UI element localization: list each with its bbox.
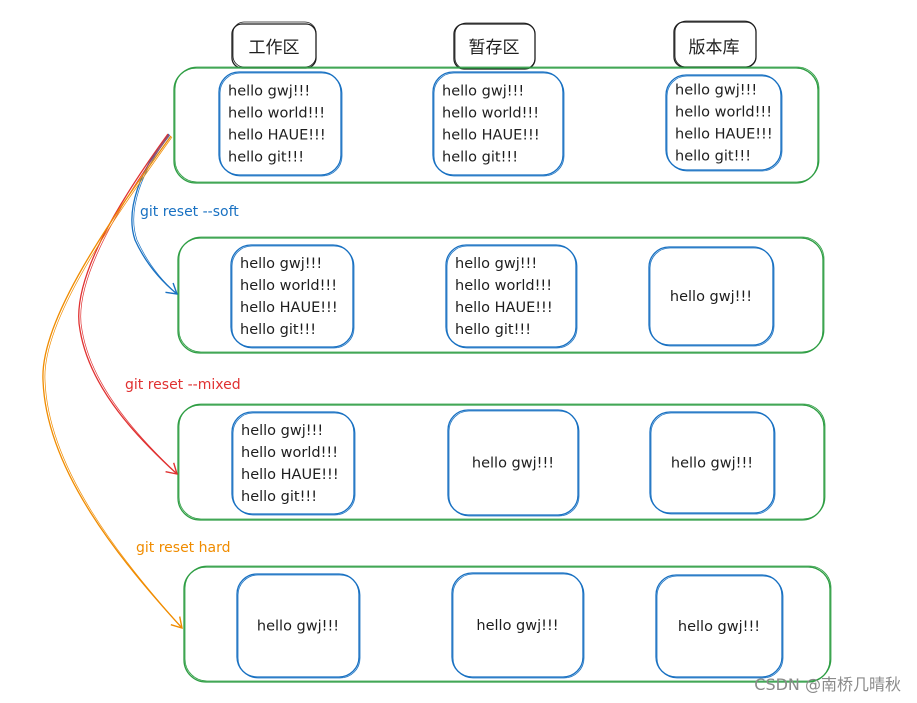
box-line: hello gwj!!! bbox=[472, 456, 554, 472]
arrow-mixed bbox=[78, 133, 179, 475]
box-line: hello gwj!!! bbox=[240, 256, 322, 272]
box-line: hello HAUE!!! bbox=[675, 127, 773, 143]
row-soft: hello gwj!!! hello world!!! hello HAUE!!! h… bbox=[177, 236, 825, 354]
row-initial: hello gwj!!! hello world!!! hello HAUE!!! h… bbox=[173, 66, 820, 184]
box-line: hello HAUE!!! bbox=[442, 128, 540, 144]
header-working-directory: 工作区 bbox=[231, 21, 317, 69]
row-mixed: hello gwj!!! hello world!!! hello HAUE!!! h… bbox=[177, 403, 826, 521]
repository-box: hello gwj!!! bbox=[648, 246, 775, 347]
row-hard: hello gwj!!! hello gwj!!! hello gwj!!! bbox=[183, 565, 832, 683]
box-line: hello world!!! bbox=[241, 445, 338, 461]
header-staging-area: 暂存区 bbox=[453, 22, 536, 70]
box-line: hello HAUE!!! bbox=[228, 128, 326, 144]
box-line: hello gwj!!! bbox=[671, 456, 753, 472]
box-line: hello world!!! bbox=[240, 278, 337, 294]
box-line: hello gwj!!! bbox=[228, 84, 310, 100]
staging-area-box: hello gwj!!! bbox=[447, 409, 580, 517]
box-line: hello gwj!!! bbox=[675, 83, 757, 99]
header-label: 暂存区 bbox=[469, 38, 520, 58]
box-line: hello HAUE!!! bbox=[455, 300, 553, 316]
arrow-hard bbox=[42, 135, 183, 630]
watermark: CSDN @南桥几晴秋 bbox=[754, 675, 901, 694]
label-hard: git reset hard bbox=[136, 540, 230, 556]
box-line: hello git!!! bbox=[241, 489, 317, 505]
box-line: hello git!!! bbox=[675, 149, 751, 165]
box-line: hello git!!! bbox=[240, 322, 316, 338]
box-line: hello HAUE!!! bbox=[241, 467, 339, 483]
box-line: hello gwj!!! bbox=[678, 619, 760, 635]
repository-box: hello gwj!!! bbox=[649, 411, 776, 515]
staging-area-box: hello gwj!!! hello world!!! hello HAUE!!! h… bbox=[432, 71, 565, 177]
header-repository: 版本库 bbox=[673, 20, 757, 68]
box-line: hello HAUE!!! bbox=[240, 300, 338, 316]
staging-area-box: hello gwj!!! hello world!!! hello HAUE!!! h… bbox=[445, 244, 578, 349]
box-line: hello git!!! bbox=[442, 150, 518, 166]
box-line: hello world!!! bbox=[442, 106, 539, 122]
working-directory-box: hello gwj!!! hello world!!! hello HAUE!!! h… bbox=[231, 411, 356, 516]
repository-box: hello gwj!!! hello world!!! hello HAUE!!! h… bbox=[665, 74, 783, 172]
box-line: hello gwj!!! bbox=[241, 423, 323, 439]
box-line: hello git!!! bbox=[228, 150, 304, 166]
box-line: hello gwj!!! bbox=[442, 84, 524, 100]
header-label: 工作区 bbox=[249, 38, 300, 58]
box-line: hello gwj!!! bbox=[670, 289, 752, 305]
box-line: hello world!!! bbox=[228, 106, 325, 122]
box-line: hello gwj!!! bbox=[476, 618, 558, 634]
box-line: hello gwj!!! bbox=[455, 256, 537, 272]
box-line: hello git!!! bbox=[455, 322, 531, 338]
repository-box: hello gwj!!! bbox=[655, 574, 784, 679]
staging-area-box: hello gwj!!! bbox=[451, 572, 585, 679]
working-directory-box: hello gwj!!! hello world!!! hello HAUE!!! h… bbox=[218, 71, 343, 177]
label-mixed: git reset --mixed bbox=[125, 377, 241, 393]
working-directory-box: hello gwj!!! hello world!!! hello HAUE!!! h… bbox=[230, 244, 355, 349]
label-soft: git reset --soft bbox=[140, 204, 239, 220]
working-directory-box: hello gwj!!! bbox=[236, 573, 361, 679]
box-line: hello gwj!!! bbox=[257, 619, 339, 635]
box-line: hello world!!! bbox=[675, 105, 772, 121]
box-line: hello world!!! bbox=[455, 278, 552, 294]
header-label: 版本库 bbox=[689, 38, 740, 58]
